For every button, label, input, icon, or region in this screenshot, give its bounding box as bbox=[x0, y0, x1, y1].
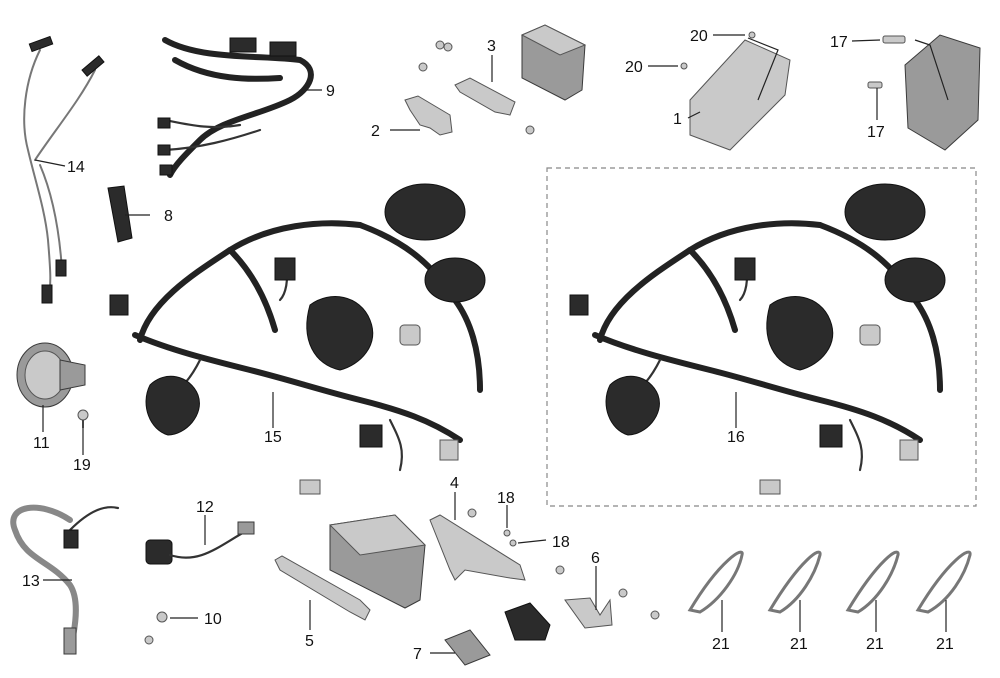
callout-3: 3 bbox=[487, 38, 496, 55]
clip-part-7 bbox=[444, 629, 491, 666]
callout-10: 10 bbox=[204, 611, 222, 628]
callout-21b: 21 bbox=[790, 636, 808, 653]
callout-21d: 21 bbox=[936, 636, 954, 653]
callout-17b: 17 bbox=[867, 124, 885, 141]
control-module-bottom bbox=[328, 514, 427, 609]
screws-part-10 bbox=[144, 611, 168, 645]
callout-4: 4 bbox=[450, 475, 459, 492]
bracket-part-6 bbox=[555, 565, 660, 629]
callout-2: 2 bbox=[371, 123, 380, 140]
jumper-cable-part-14 bbox=[23, 35, 105, 304]
relay-lead-part-12 bbox=[145, 521, 255, 565]
regulator-part-17 bbox=[867, 34, 981, 151]
cable-ties-part-21 bbox=[687, 550, 972, 614]
callout-19: 19 bbox=[73, 457, 91, 474]
callout-20b: 20 bbox=[625, 59, 643, 76]
ecu-part-1 bbox=[680, 31, 791, 151]
screw-part-19 bbox=[77, 409, 89, 428]
callout-21c: 21 bbox=[866, 636, 884, 653]
leader-lines bbox=[34, 34, 947, 654]
callout-20a: 20 bbox=[690, 28, 708, 45]
callout-5: 5 bbox=[305, 633, 314, 650]
callout-18b: 18 bbox=[552, 534, 570, 551]
bracket-part-2 bbox=[404, 95, 453, 136]
callout-14: 14 bbox=[67, 159, 85, 176]
sub-harness-part-9 bbox=[157, 37, 314, 178]
main-harness-part-15 bbox=[109, 183, 486, 495]
bracket-part-5 bbox=[274, 555, 371, 621]
callout-1: 1 bbox=[673, 111, 682, 128]
bracket-part-4 bbox=[429, 508, 526, 581]
callout-16: 16 bbox=[727, 429, 745, 446]
callout-12: 12 bbox=[196, 499, 214, 516]
control-module-top bbox=[520, 24, 587, 101]
lamp-part-11 bbox=[16, 342, 86, 408]
bracket-part-3 bbox=[418, 40, 535, 135]
callout-7: 7 bbox=[413, 646, 422, 663]
callout-18a: 18 bbox=[497, 490, 515, 507]
callout-8: 8 bbox=[164, 208, 173, 225]
callout-15: 15 bbox=[264, 429, 282, 446]
grommet-part-8 bbox=[107, 185, 133, 243]
callout-13: 13 bbox=[22, 573, 40, 590]
callout-9: 9 bbox=[326, 83, 335, 100]
relay-small bbox=[504, 602, 551, 641]
sensor-cable-part-13 bbox=[10, 504, 120, 655]
main-harness-part-16 bbox=[569, 183, 946, 495]
callout-11: 11 bbox=[33, 435, 50, 452]
callout-21a: 21 bbox=[712, 636, 730, 653]
callout-17a: 17 bbox=[830, 34, 848, 51]
variant-harness-box bbox=[546, 167, 977, 507]
callout-6: 6 bbox=[591, 550, 600, 567]
